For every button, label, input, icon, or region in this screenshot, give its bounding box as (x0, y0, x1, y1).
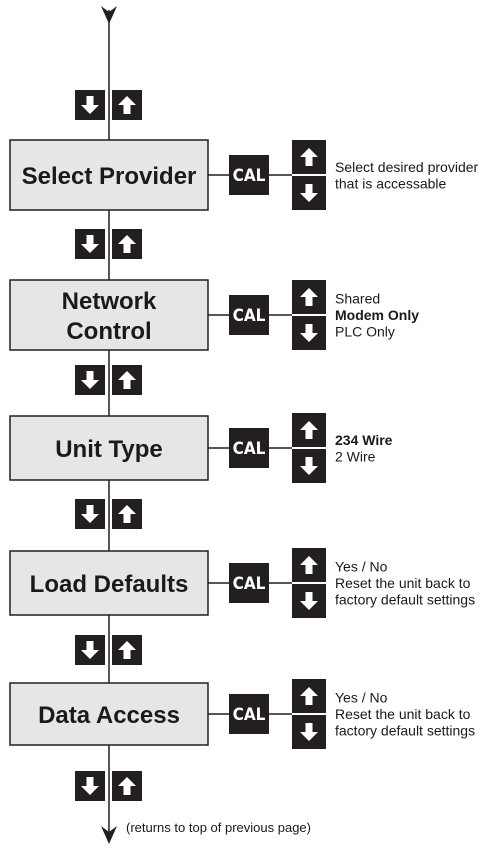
up-key-button[interactable] (112, 229, 142, 259)
cal-key-background (229, 155, 269, 195)
step-description: Reset the unit back to (335, 706, 471, 722)
step-box (9, 139, 209, 211)
step-title: Control (66, 318, 151, 345)
up-key-button[interactable] (292, 413, 326, 447)
nav-key-pair (75, 229, 142, 259)
cal-key-label: CAL (233, 574, 266, 594)
up-key-button[interactable] (292, 280, 326, 314)
step-description: 234 Wire (335, 432, 393, 448)
up-arrow-icon (118, 777, 136, 795)
down-key-button[interactable] (75, 499, 105, 529)
nav-key-pair (75, 499, 142, 529)
down-arrow-icon (81, 777, 99, 795)
nav-key-pair (75, 365, 142, 395)
step-description: Shared (335, 291, 380, 307)
cal-key-label: CAL (233, 166, 266, 186)
up-arrow-icon (118, 641, 136, 659)
down-arrow-icon (300, 723, 318, 741)
up-arrow-icon (300, 687, 318, 705)
up-arrow-icon (118, 371, 136, 389)
cal-key-background (229, 295, 269, 335)
top-arrowhead-icon (101, 6, 117, 24)
down-key-button[interactable] (75, 771, 105, 801)
down-arrow-icon (300, 184, 318, 202)
up-key-button[interactable] (112, 771, 142, 801)
down-key-button[interactable] (292, 449, 326, 483)
nav-key-pair (75, 635, 142, 665)
step-description: Modem Only (335, 307, 419, 323)
step-title: Select Provider (22, 163, 197, 190)
nav-key-pair (75, 771, 142, 801)
down-key-button[interactable] (75, 90, 105, 120)
up-key-button[interactable] (292, 679, 326, 713)
bottom-arrowhead-icon (101, 826, 117, 844)
step-title: Load Defaults (30, 571, 189, 598)
up-key-button[interactable] (112, 90, 142, 120)
up-key-button[interactable] (112, 635, 142, 665)
down-key-button[interactable] (292, 316, 326, 350)
step-box (9, 550, 209, 616)
step-title: Unit Type (55, 436, 163, 463)
step-description: Yes / No (335, 690, 388, 706)
up-arrow-icon (300, 556, 318, 574)
cal-key-button[interactable]: CAL (229, 428, 269, 468)
nav-key-pair (75, 90, 142, 120)
down-arrow-icon (81, 371, 99, 389)
step-description: factory default settings (335, 592, 475, 608)
up-arrow-icon (300, 148, 318, 166)
step-description: factory default settings (335, 723, 475, 739)
down-key-button[interactable] (75, 365, 105, 395)
step-box (9, 682, 209, 746)
footer-note: (returns to top of previous page) (126, 820, 311, 835)
step-description: Reset the unit back to (335, 575, 471, 591)
up-key-button[interactable] (112, 499, 142, 529)
up-arrow-icon (300, 421, 318, 439)
down-arrow-icon (300, 457, 318, 475)
step-box (9, 415, 209, 481)
step-title: Data Access (38, 702, 180, 729)
cal-key-background (229, 563, 269, 603)
up-key-button[interactable] (112, 365, 142, 395)
down-key-button[interactable] (292, 584, 326, 618)
down-arrow-icon (300, 592, 318, 610)
flow-step: Select Provider CAL Select desired provide… (9, 139, 479, 211)
step-box (9, 279, 209, 351)
down-key-button[interactable] (75, 635, 105, 665)
cal-key-button[interactable]: CAL (229, 155, 269, 195)
up-arrow-icon (118, 235, 136, 253)
step-description: that is accessable (335, 175, 446, 191)
cal-key-background (229, 428, 269, 468)
cal-key-button[interactable]: CAL (229, 563, 269, 603)
step-description: PLC Only (335, 324, 395, 340)
step-description: 2 Wire (335, 448, 376, 464)
up-key-button[interactable] (292, 548, 326, 582)
up-arrow-icon (300, 288, 318, 306)
step-title: Network (62, 288, 157, 315)
down-key-button[interactable] (292, 176, 326, 210)
cal-key-label: CAL (233, 705, 266, 725)
down-key-button[interactable] (75, 229, 105, 259)
step-description: Yes / No (335, 559, 388, 575)
down-arrow-icon (81, 235, 99, 253)
up-key-button[interactable] (292, 140, 326, 174)
down-arrow-icon (300, 324, 318, 342)
cal-key-button[interactable]: CAL (229, 295, 269, 335)
up-arrow-icon (118, 505, 136, 523)
cal-key-label: CAL (233, 306, 266, 326)
down-key-button[interactable] (292, 715, 326, 749)
cal-key-button[interactable]: CAL (229, 694, 269, 734)
down-arrow-icon (81, 505, 99, 523)
up-arrow-icon (118, 96, 136, 114)
cal-key-background (229, 694, 269, 734)
down-arrow-icon (81, 641, 99, 659)
cal-key-label: CAL (233, 439, 266, 459)
step-description: Select desired provider (335, 159, 479, 175)
down-arrow-icon (81, 96, 99, 114)
